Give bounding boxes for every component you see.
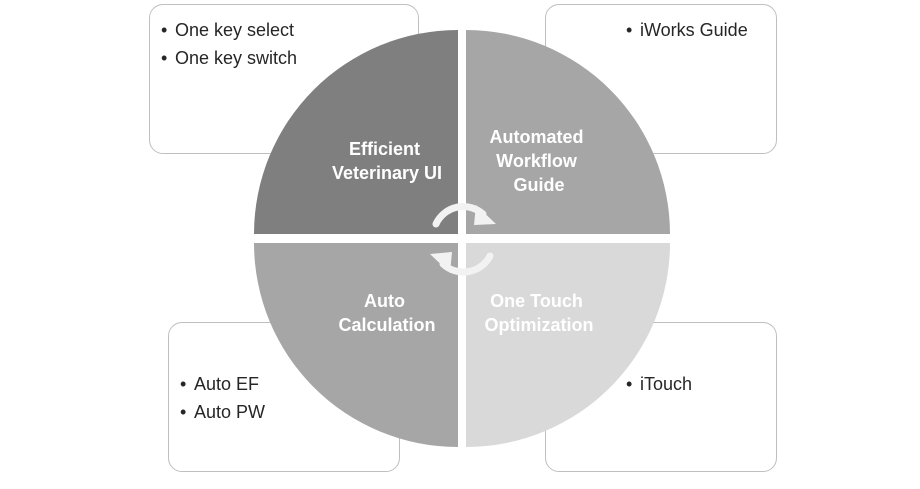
quadrant-bottom-right bbox=[466, 243, 670, 447]
quadrant-top-right bbox=[466, 30, 670, 234]
quadrant-top-left bbox=[254, 30, 458, 234]
quadrant-label-top-right: Automated Workflow Guide bbox=[489, 127, 588, 195]
bullet-item: One key switch bbox=[161, 44, 418, 72]
quadrant-label-bottom-right: One Touch Optimization bbox=[485, 291, 594, 335]
quadrant-label-top-left: Efficient Veterinary UI bbox=[332, 139, 442, 183]
bullet-item: One key select bbox=[161, 16, 418, 44]
circular-arrows-icon bbox=[430, 203, 496, 276]
bullet-item: iWorks Guide bbox=[626, 16, 776, 44]
bullet-item: Auto PW bbox=[180, 398, 399, 426]
bullet-item: Auto EF bbox=[180, 370, 399, 398]
bullet-item: iTouch bbox=[626, 370, 776, 398]
quadrant-label-bottom-left: Auto Calculation bbox=[338, 291, 435, 335]
quadrant-bottom-left bbox=[254, 243, 458, 447]
